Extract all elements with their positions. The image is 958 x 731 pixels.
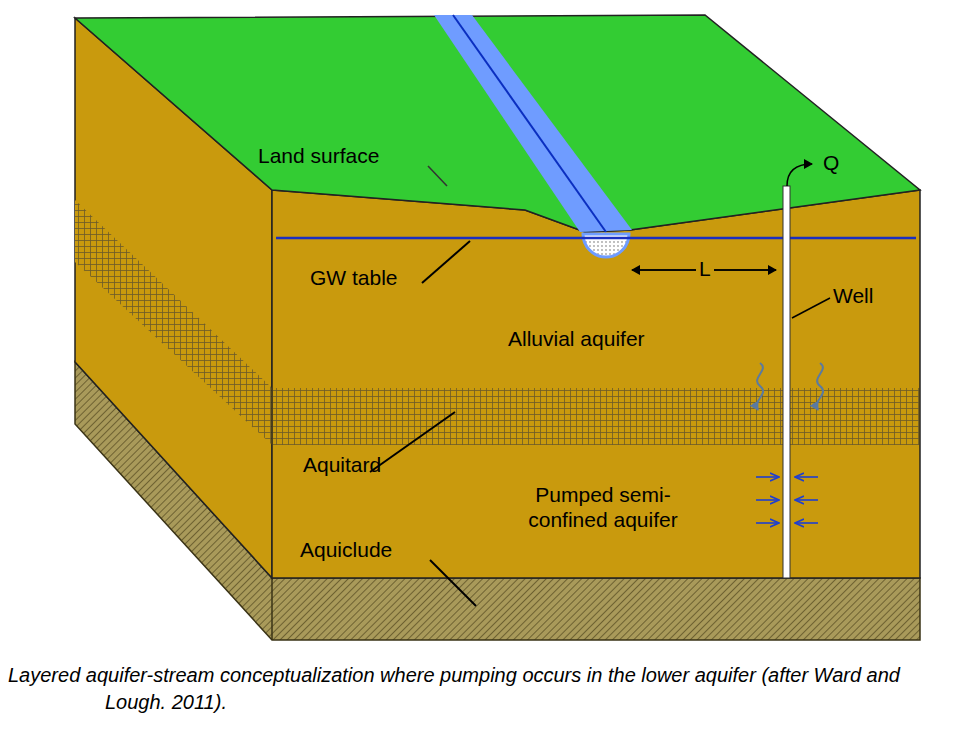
aquitard-label: Aquitard [303,453,381,477]
figure-caption: Layered aquifer-stream conceptualization… [8,662,950,716]
water-table-label: GW table [310,266,398,290]
surface-label: Land surface [258,144,379,168]
layer-name: Pumped semi-confined aquifer [503,482,703,532]
aquiclude-label: Aquiclude [300,538,392,562]
layer-name: Alluvial aquifer [508,326,645,351]
distance-label: L [696,257,714,281]
semi-confined-aquifer-band: Pumped semi-confined aquifer [503,482,703,532]
alluvial-aquifer-band: Alluvial aquifer [508,326,645,351]
discharge-label: Q [823,151,839,175]
well-label: Well [833,284,873,308]
